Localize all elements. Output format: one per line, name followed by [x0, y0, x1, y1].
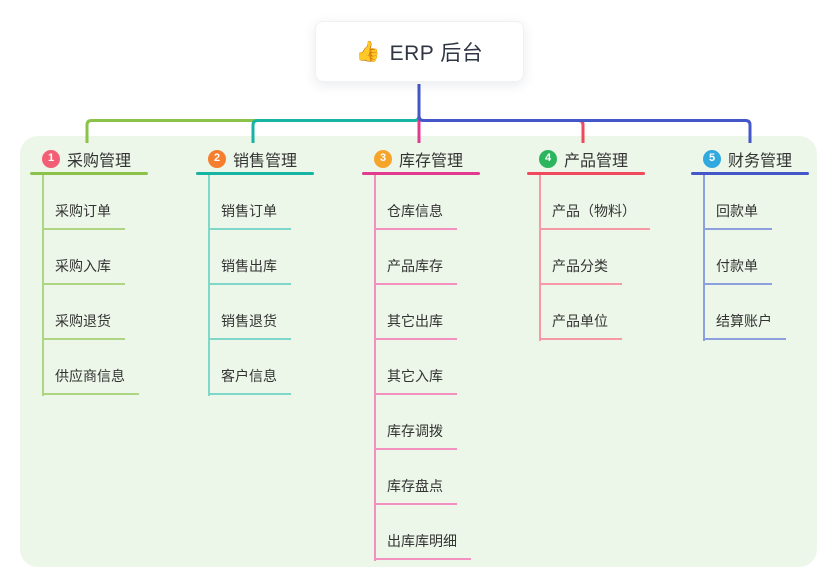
children-connector-line	[208, 175, 210, 396]
child-node[interactable]: 付款单	[703, 256, 772, 285]
child-row: 结算账户	[703, 285, 839, 340]
branch-2-children: 销售订单 销售出库 销售退货 客户信息	[196, 175, 346, 396]
branch-node-2[interactable]: 2 销售管理	[196, 145, 346, 172]
child-row: 付款单	[703, 230, 839, 285]
child-row: 回款单	[703, 175, 839, 230]
child-row: 采购订单	[42, 175, 180, 230]
branch-node-1[interactable]: 1 采购管理	[30, 145, 180, 172]
branch-column-5: 5 财务管理 回款单 付款单 结算账户	[691, 145, 839, 341]
branch-column-2: 2 销售管理 销售订单 销售出库 销售退货 客户信息	[196, 145, 346, 396]
child-row: 产品（物料）	[539, 175, 677, 230]
child-node[interactable]: 其它出库	[374, 311, 457, 340]
background-panel	[20, 136, 817, 567]
child-node[interactable]: 结算账户	[703, 311, 786, 340]
child-node[interactable]: 采购入库	[42, 256, 125, 285]
branch-4-children: 产品（物料） 产品分类 产品单位	[527, 175, 677, 341]
branch-node-3[interactable]: 3 库存管理	[362, 145, 512, 172]
child-row: 出库库明细	[374, 505, 512, 560]
branch-column-3: 3 库存管理 仓库信息 产品库存 其它出库 其它入库 库存调拨 库存盘点	[362, 145, 512, 561]
children-connector-line	[42, 175, 44, 396]
children-connector-line	[703, 175, 705, 341]
branch-3-underline	[362, 172, 480, 175]
child-node[interactable]: 供应商信息	[42, 366, 139, 395]
child-node[interactable]: 其它入库	[374, 366, 457, 395]
branch-1-children: 采购订单 采购入库 采购退货 供应商信息	[30, 175, 180, 396]
child-node[interactable]: 销售订单	[208, 201, 291, 230]
child-node[interactable]: 客户信息	[208, 366, 291, 395]
child-node[interactable]: 库存调拨	[374, 421, 457, 450]
child-row: 库存盘点	[374, 450, 512, 505]
child-row: 仓库信息	[374, 175, 512, 230]
thumbs-up-icon: 👍	[355, 40, 381, 63]
children-connector-line	[539, 175, 541, 341]
child-row: 库存调拨	[374, 395, 512, 450]
child-row: 产品分类	[539, 230, 677, 285]
child-row: 销售出库	[208, 230, 346, 285]
child-node[interactable]: 产品（物料）	[539, 201, 650, 230]
branch-1-underline	[30, 172, 148, 175]
branch-4-badge: 4	[539, 149, 557, 168]
branch-node-4[interactable]: 4 产品管理	[527, 145, 677, 172]
branch-2-underline	[196, 172, 314, 175]
child-node[interactable]: 产品单位	[539, 311, 622, 340]
branch-5-children: 回款单 付款单 结算账户	[691, 175, 839, 341]
branch-column-4: 4 产品管理 产品（物料） 产品分类 产品单位	[527, 145, 677, 341]
children-connector-line	[374, 175, 376, 561]
child-node[interactable]: 产品分类	[539, 256, 622, 285]
child-row: 客户信息	[208, 340, 346, 395]
child-row: 其它出库	[374, 285, 512, 340]
branch-3-badge: 3	[374, 149, 392, 168]
child-row: 采购入库	[42, 230, 180, 285]
connector-branch-1	[85, 84, 421, 143]
child-row: 其它入库	[374, 340, 512, 395]
branch-column-1: 1 采购管理 采购订单 采购入库 采购退货 供应商信息	[30, 145, 180, 396]
root-title: ERP 后台	[389, 41, 484, 65]
branch-4-label: 产品管理	[564, 152, 629, 170]
root-node[interactable]: 👍 ERP 后台	[315, 21, 524, 82]
child-row: 销售退货	[208, 285, 346, 340]
branch-1-label: 采购管理	[67, 152, 132, 170]
child-node[interactable]: 仓库信息	[374, 201, 457, 230]
branch-node-5[interactable]: 5 财务管理	[691, 145, 839, 172]
child-node[interactable]: 回款单	[703, 201, 772, 230]
branch-5-label: 财务管理	[728, 152, 793, 170]
child-node[interactable]: 采购订单	[42, 201, 125, 230]
branch-2-badge: 2	[208, 149, 226, 168]
child-row: 产品单位	[539, 285, 677, 340]
branch-3-children: 仓库信息 产品库存 其它出库 其它入库 库存调拨 库存盘点 出库库明细	[362, 175, 512, 561]
connector-branch-2	[251, 84, 421, 143]
connector-branch-5	[417, 84, 752, 143]
child-node[interactable]: 销售出库	[208, 256, 291, 285]
child-node[interactable]: 采购退货	[42, 311, 125, 340]
child-node[interactable]: 出库库明细	[374, 531, 471, 560]
child-node[interactable]: 销售退货	[208, 311, 291, 340]
branch-5-badge: 5	[703, 149, 721, 168]
connector-branch-4	[417, 84, 585, 143]
child-row: 销售订单	[208, 175, 346, 230]
child-row: 采购退货	[42, 285, 180, 340]
child-row: 产品库存	[374, 230, 512, 285]
branch-4-underline	[527, 172, 645, 175]
child-node[interactable]: 产品库存	[374, 256, 457, 285]
branch-1-badge: 1	[42, 149, 60, 168]
branch-2-label: 销售管理	[233, 152, 298, 170]
child-node[interactable]: 库存盘点	[374, 476, 457, 505]
branch-3-label: 库存管理	[399, 152, 464, 170]
branch-5-underline	[691, 172, 809, 175]
child-row: 供应商信息	[42, 340, 180, 395]
